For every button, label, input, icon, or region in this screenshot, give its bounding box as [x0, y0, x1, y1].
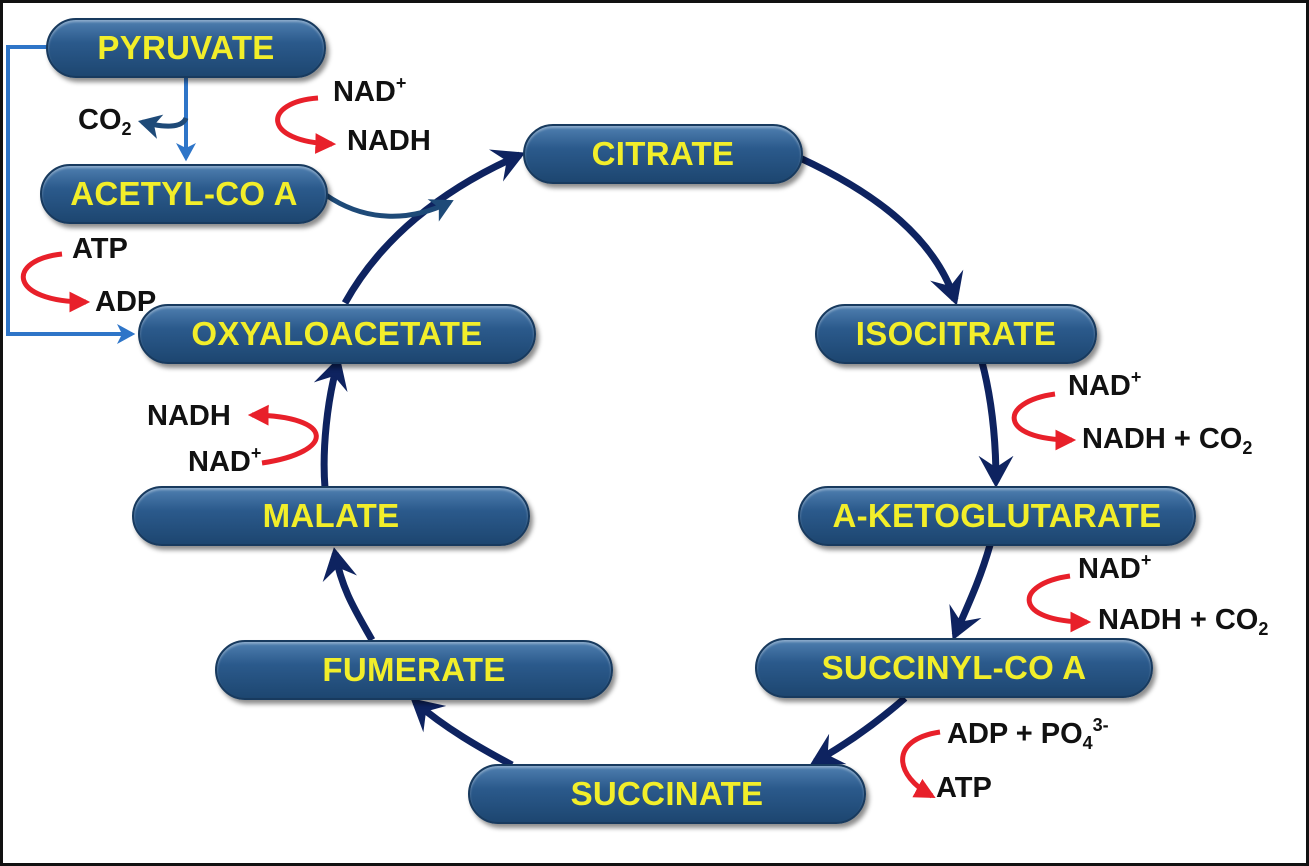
label-adp-po4: ADP + PO43- [947, 715, 1109, 753]
label-nad-pyruvate: NAD+ [333, 73, 407, 108]
label-atp-oxaloacetate: ATP [72, 233, 128, 265]
node-malate: MALATE [132, 486, 530, 546]
node-acetyl-coa: ACETYL-CO A [40, 164, 328, 224]
node-succinyl-coa: SUCCINYL-CO A [755, 638, 1153, 698]
arrow-malate-to-oxaloacetate [313, 356, 348, 489]
label-co2-pyruvate: CO2 [78, 104, 132, 139]
arrow-fumerate-to-malate [322, 547, 376, 642]
label-nadh-co2-isocitrate: NADH + CO2 [1082, 423, 1253, 458]
arrow-succinyl-to-succinate [809, 695, 908, 766]
label-nadh-malate: NADH [147, 400, 231, 432]
node-citrate: CITRATE [523, 124, 803, 184]
node-succinate: SUCCINATE [468, 764, 866, 824]
label-nad-malate: NAD+ [188, 443, 262, 478]
label-nadh-pyruvate: NADH [347, 125, 431, 157]
cofactor-arrow-oxaloacetate [20, 251, 91, 313]
label-adp-oxaloacetate: ADP [95, 286, 157, 318]
arrow-pyruvate-to-oxaloacetate [6, 45, 136, 344]
cofactor-arrow-succinyl [900, 729, 941, 799]
arrow-isocitrate-to-ketoglutarate [978, 361, 1014, 488]
arrow-acetyl-coa-join [324, 192, 454, 222]
label-nad-isocitrate: NAD+ [1068, 367, 1142, 402]
node-a-ketoglutarate: A-KETOGLUTARATE [798, 486, 1196, 546]
node-fumerate: FUMERATE [215, 640, 613, 700]
arrow-citrate-to-isocitrate [798, 154, 964, 306]
node-pyruvate: PYRUVATE [46, 18, 326, 78]
node-oxaloacetate: OXYALOACETATE [138, 304, 536, 364]
arrow-oxaloacetate-to-citrate [341, 149, 526, 305]
label-nad-ketoglutarate: NAD+ [1078, 550, 1152, 585]
cofactor-arrow-pyruvate [275, 95, 337, 154]
arrow-ketoglutarate-to-succinyl [949, 544, 994, 641]
cofactor-arrow-ketoglutarate [1026, 573, 1092, 633]
arrow-co2-release [137, 114, 189, 139]
node-isocitrate: ISOCITRATE [815, 304, 1097, 364]
label-atp-succinyl: ATP [936, 772, 992, 804]
cofactor-arrow-isocitrate [1011, 391, 1077, 451]
cofactor-arrow-malate [247, 404, 319, 466]
label-nadh-co2-ketoglutarate: NADH + CO2 [1098, 604, 1269, 639]
arrow-succinate-to-fumerate [410, 698, 514, 769]
